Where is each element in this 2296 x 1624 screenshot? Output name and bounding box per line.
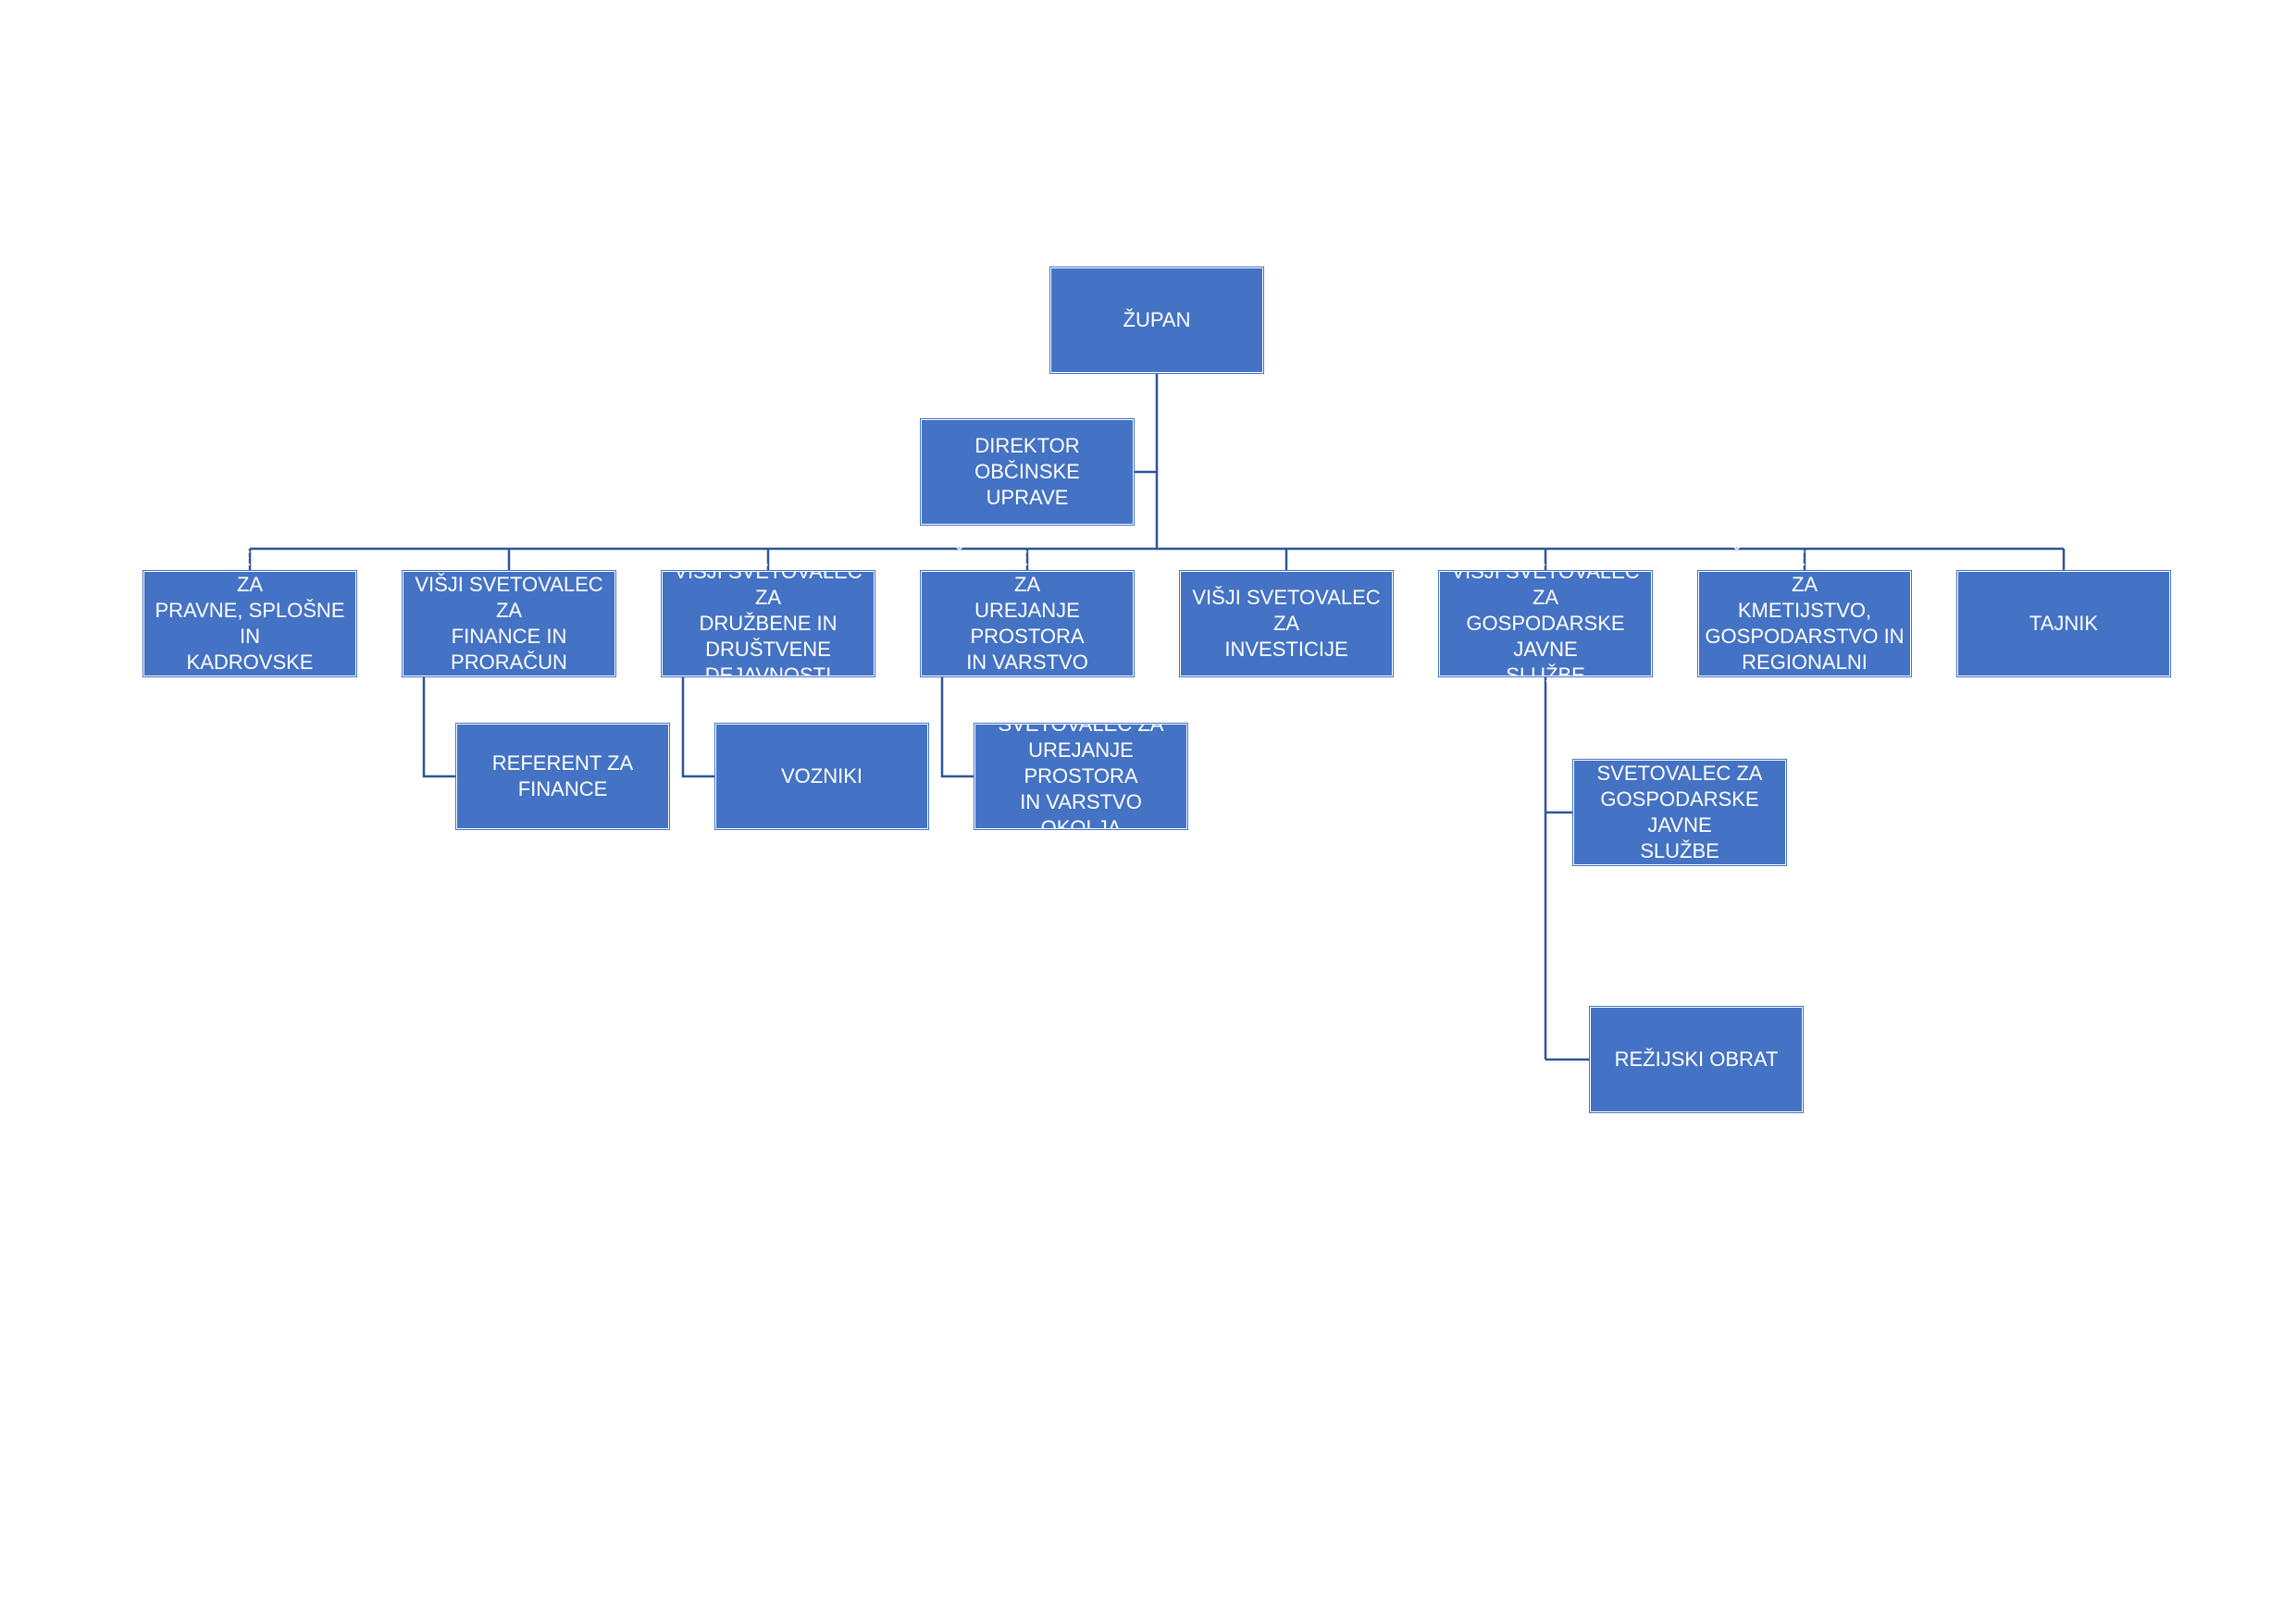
node-visji-svetovalec-kmetijstvo: VIŠJI SVETOVALEC ZA KMETIJSTVO, GOSPODAR… <box>1697 547 1912 700</box>
node-rezijski-obrat: REŽIJSKI OBRAT <box>1589 1006 1804 1113</box>
node-label: VIŠJI SVETOVALEC ZA UREJANJE PROSTORA IN… <box>933 547 1122 700</box>
node-visji-svetovalec-gospodarske: VIŠJI SVETOVALEC ZA GOSPODARSKE JAVNE SL… <box>1438 560 1653 687</box>
node-svetovalec-urejanje: SVETOVALEC ZA UREJANJE PROSTORA IN VARST… <box>974 713 1188 839</box>
connector-referent <box>422 676 456 778</box>
node-visji-svetovalec-investicije: VIŠJI SVETOVALEC ZA INVESTICIJE <box>1179 570 1394 677</box>
node-label: ŽUPAN <box>1123 308 1191 331</box>
node-label: VIŠJI SVETOVALEC ZA DRUŽBENE IN DRUŠTVEN… <box>674 560 863 687</box>
node-label: REŽIJSKI OBRAT <box>1614 1048 1779 1071</box>
node-label: VIŠJI SVETOVALEC ZA KMETIJSTVO, GOSPODAR… <box>1705 547 1905 700</box>
node-label: VOZNIKI <box>780 764 863 787</box>
connector-urejanje <box>940 676 974 778</box>
node-visji-svetovalec-druzbene: VIŠJI SVETOVALEC ZA DRUŽBENE IN DRUŠTVEN… <box>661 560 875 687</box>
node-visji-svetovalec-finance: VIŠJI SVETOVALEC ZA FINANCE IN PRORAČUN <box>402 570 616 677</box>
node-label: VIŠJI SVETOVALEC ZA INVESTICIJE <box>1192 586 1381 661</box>
node-referent-za-finance: REFERENT ZA FINANCE <box>455 723 670 830</box>
node-tajnik: TAJNIK <box>1956 570 2171 677</box>
node-label: SVETOVALEC ZA UREJANJE PROSTORA IN VARST… <box>998 713 1164 839</box>
node-visji-svetovalec-urejanje: VIŠJI SVETOVALEC ZA UREJANJE PROSTORA IN… <box>920 547 1135 700</box>
node-visji-svetovalec-pravne: VIŠJI SVETOVALEC ZA PRAVNE, SPLOŠNE IN K… <box>143 547 357 700</box>
node-vozniki: VOZNIKI <box>714 723 929 830</box>
node-label: TAJNIK <box>2029 612 2099 635</box>
node-label: VIŠJI SVETOVALEC ZA PRAVNE, SPLOŠNE IN K… <box>155 547 345 700</box>
node-label: REFERENT ZA FINANCE <box>491 751 634 800</box>
node-label: DIREKTOR OBČINSKE UPRAVE <box>974 434 1080 509</box>
node-director-obcinske-uprave: DIREKTOR OBČINSKE UPRAVE <box>920 418 1135 526</box>
node-zupan: ŽUPAN <box>1049 267 1264 374</box>
node-label: VIŠJI SVETOVALEC ZA GOSPODARSKE JAVNE SL… <box>1451 560 1640 687</box>
node-label: SVETOVALEC ZA GOSPODARSKE JAVNE SLUŽBE <box>1596 762 1763 862</box>
connector-vozniki <box>681 676 715 778</box>
node-svetovalec-gospodarske: SVETOVALEC ZA GOSPODARSKE JAVNE SLUŽBE <box>1572 759 1787 866</box>
node-label: VIŠJI SVETOVALEC ZA FINANCE IN PRORAČUN <box>415 573 603 674</box>
